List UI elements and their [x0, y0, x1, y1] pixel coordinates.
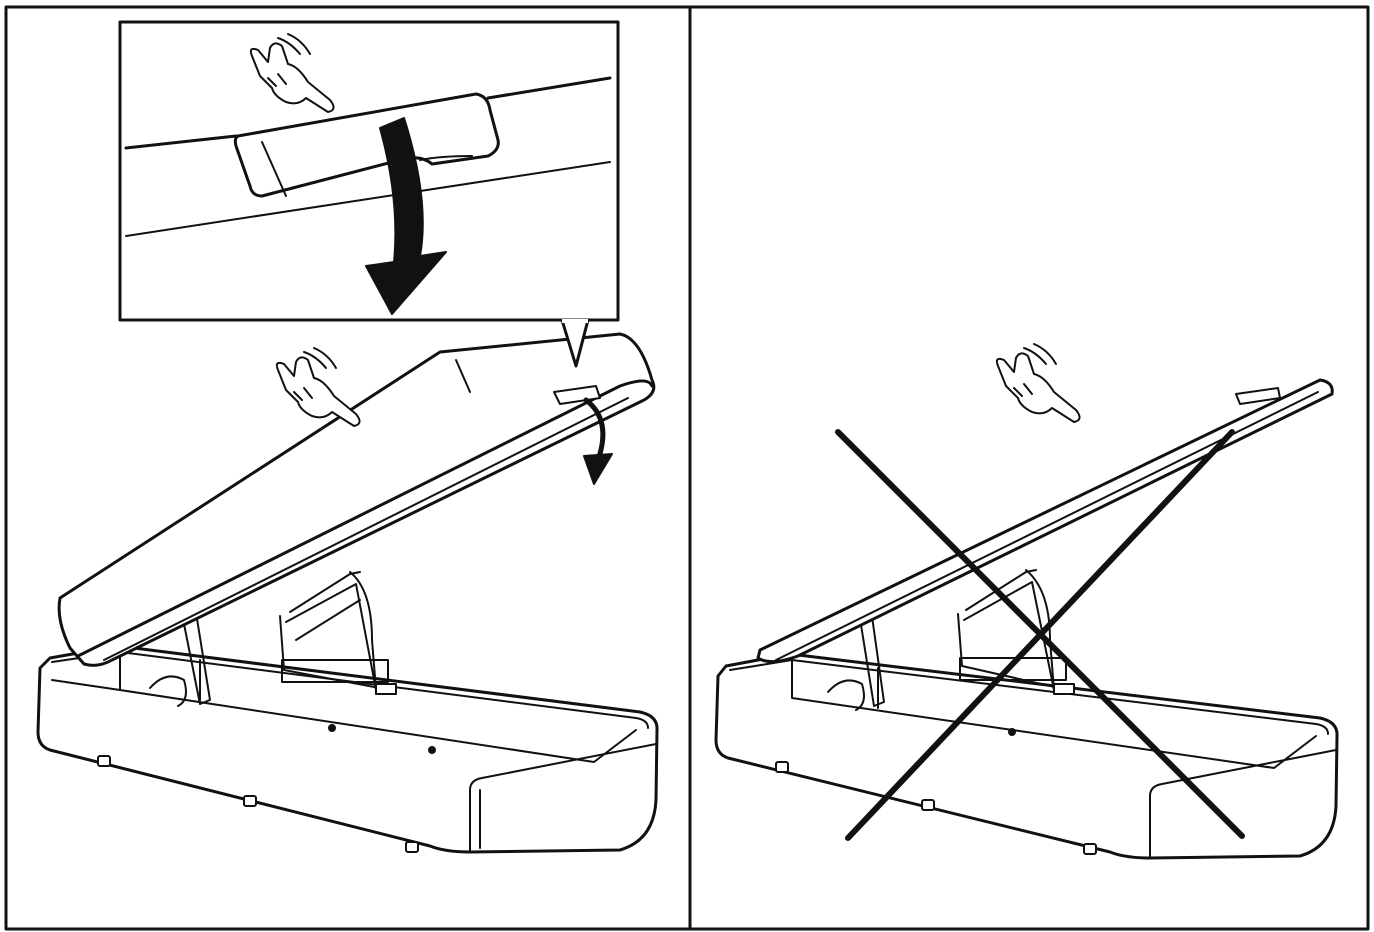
hand-pointing-icon	[995, 343, 1081, 423]
bed-foot	[243, 795, 257, 807]
lifted-platform	[756, 378, 1334, 663]
release-handle	[1235, 387, 1281, 405]
panel-correct	[36, 20, 659, 854]
bed-foot	[405, 841, 419, 853]
detail-inset	[118, 20, 620, 368]
release-handle-detail	[233, 92, 500, 198]
curved-arrow-icon	[583, 397, 613, 485]
bed-base	[714, 652, 1339, 860]
bed-foot	[921, 799, 935, 811]
lift-mechanism	[149, 571, 397, 707]
bed-foot	[1083, 843, 1097, 855]
hand-pointing-icon	[249, 33, 335, 113]
cross-mark-icon	[835, 429, 1245, 841]
arrow-down-icon	[365, 117, 447, 315]
lifted-platform	[57, 332, 656, 667]
inset-frame	[118, 20, 620, 322]
bed-base	[36, 644, 659, 854]
bed-foot	[775, 761, 789, 773]
hand-pointing-icon	[275, 347, 361, 427]
panel-incorrect	[714, 343, 1339, 860]
outer-frame	[4, 5, 1370, 931]
bed-foot	[97, 755, 111, 767]
